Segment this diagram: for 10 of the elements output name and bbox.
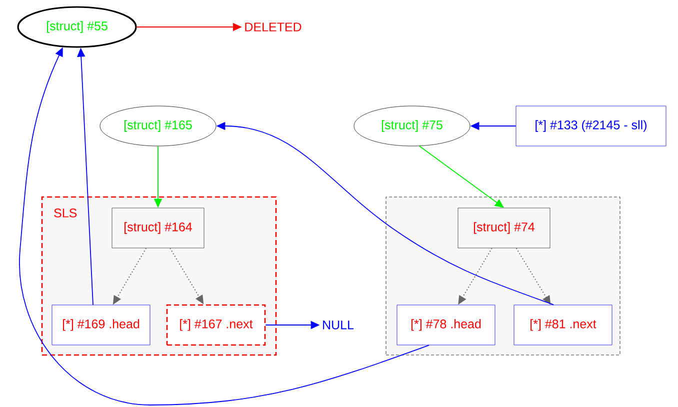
pointer-box: [*] #81 .next [514,304,612,346]
struct-box: [struct] #74 [458,208,550,248]
pointer-box: [*] #169 .head [52,304,150,346]
pointer-box: [*] #167 .next [166,304,266,346]
struct-box: [struct] #164 [112,208,204,248]
arrow [418,146,504,208]
null-label: NULL [323,320,354,330]
pointer-box: [*] #133 (#2145 - sll) [516,106,666,146]
pointer-box: [*] #78 .head [396,304,496,346]
state-label: DELETED [245,22,302,32]
